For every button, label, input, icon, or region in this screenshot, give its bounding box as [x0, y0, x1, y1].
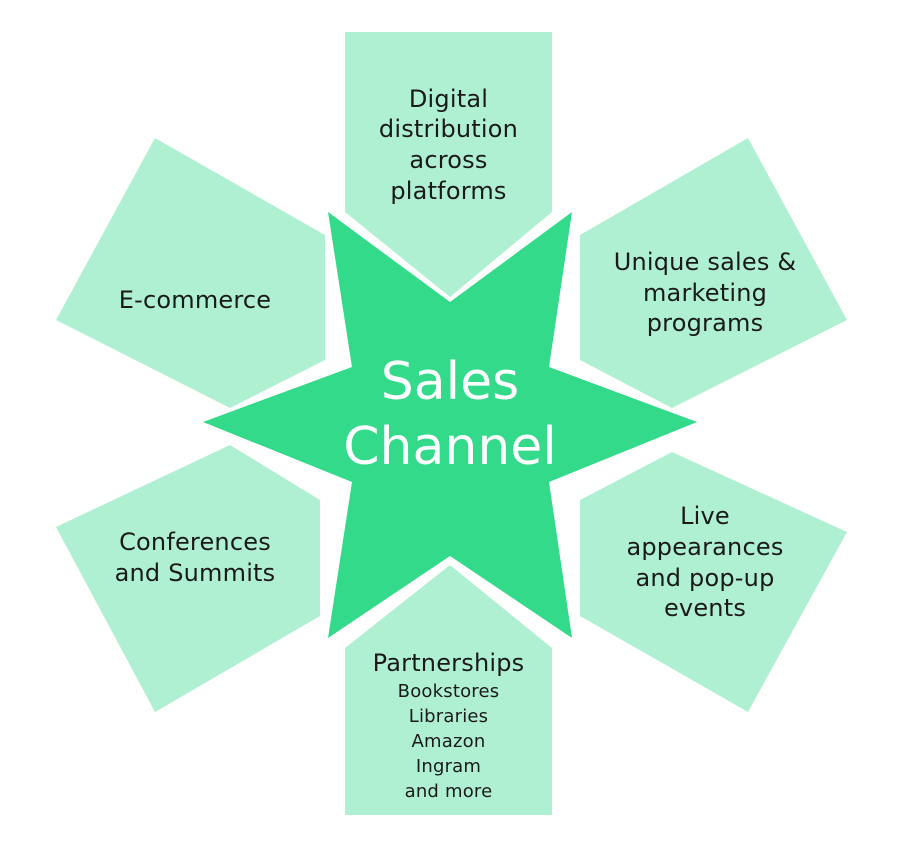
segment-top-line-1: Digital	[408, 84, 489, 113]
segment-top-line-2: distribution	[378, 115, 519, 144]
segment-bottom-right-label: Live appearances and pop-up events	[590, 490, 820, 635]
segment-bottom-right-line-3: and pop-up	[635, 563, 775, 592]
segment-top-line-3: across	[409, 146, 488, 174]
segment-bottom-title: Partnerships	[372, 649, 525, 677]
segment-bottom-right-line-4: events	[663, 594, 747, 623]
segment-top-line-4: platforms	[390, 176, 507, 205]
segment-bottom-left-line-2: and Summits	[114, 558, 276, 587]
segment-top-right-label: Unique sales & marketing programs	[590, 238, 820, 348]
segment-bottom-item-5: and more	[404, 781, 493, 803]
segment-bottom-right-line-1: Live	[680, 502, 730, 531]
segment-top-right-line-3: programs	[646, 309, 764, 338]
segment-top-left-line-1: E-commerce	[118, 286, 272, 315]
segment-top-right-line-1: Unique sales &	[613, 247, 797, 276]
segment-bottom-item-1: Bookstores	[397, 680, 500, 702]
segment-bottom-item-4: Ingram	[415, 756, 482, 778]
segment-bottom-left-shape	[56, 445, 320, 712]
segment-bottom-left-label: Conferences and Summits	[80, 520, 310, 595]
center-label-line-1: Sales	[380, 352, 520, 412]
segment-top-left-shape	[56, 138, 325, 408]
segment-top-label: Digital distribution across platforms	[345, 70, 552, 220]
segment-top-right-shape	[580, 138, 847, 408]
segment-bottom-label: Partnerships Bookstores Libraries Amazon…	[345, 648, 552, 813]
segment-bottom-item-2: Libraries	[408, 705, 489, 727]
segment-bottom-right-shape	[580, 452, 847, 712]
segment-bottom-left-line-1: Conferences	[119, 527, 271, 556]
segment-top-shape	[345, 32, 552, 297]
center-label: Sales Channel	[300, 340, 600, 490]
center-star-shape	[203, 212, 697, 638]
segment-top-left-label: E-commerce	[80, 278, 310, 323]
segment-bottom-item-3: Amazon	[411, 731, 486, 753]
center-label-line-2: Channel	[343, 417, 557, 477]
segment-bottom-right-line-2: appearances	[626, 532, 784, 561]
segment-top-right-line-2: marketing	[642, 278, 768, 307]
segment-bottom-shape	[345, 565, 552, 815]
